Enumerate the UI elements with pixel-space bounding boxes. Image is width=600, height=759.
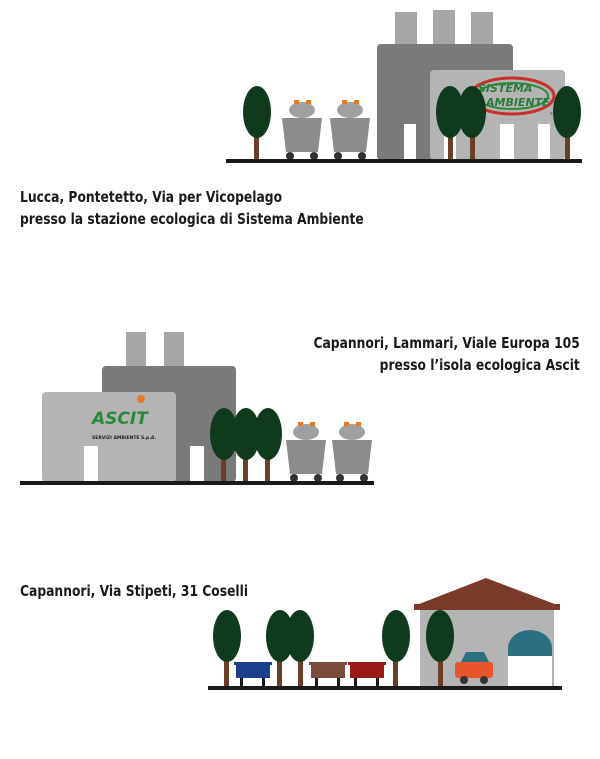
waste-bin-icon [282,100,322,160]
tree-icon [382,610,410,686]
ground-line [226,159,582,163]
tree-icon [436,86,464,160]
waste-bin-icon [348,662,386,686]
lammari-caption: Capannori, Lammari, Viale Europa 105 pre… [314,332,580,376]
ascit-logo-subtitle: SERVIZI AMBIENTE S.p.A. [92,435,157,441]
waste-bin-icon [330,100,370,160]
ground-line [20,481,374,485]
waste-bin-icon [309,662,347,686]
site-address: Capannori, Lammari, Viale Europa 105 [313,334,580,352]
waste-bin-icon [332,422,372,482]
tree-icon [266,610,294,686]
car-icon [455,652,493,684]
logo-line2: AMBIENTE [485,96,550,109]
ascit-logo-name: ASCIT [90,409,149,429]
tree-icon [213,610,241,686]
site-lucca: SISTEMA AMBIENTE s.p.a. [0,0,600,240]
tree-icon [286,610,314,686]
coselli-illustration [208,578,562,690]
tree-icon [458,86,486,160]
coselli-caption: Capannori, Via Stipeti, 31 Coselli [20,580,248,602]
ground-line [208,686,562,690]
factory-icon [42,332,236,482]
lucca-illustration: SISTEMA AMBIENTE s.p.a. [226,10,582,163]
tree-icon [254,408,282,482]
site-note: presso la stazione ecologica di Sistema … [20,210,364,228]
tree-icon [232,408,260,482]
tree-icon [553,86,581,160]
site-address: Lucca, Pontetetto, Via per Vicopelago [20,188,283,206]
tree-icon [210,408,238,482]
site-note: presso l’isola ecologica Ascit [379,356,580,374]
logo-line1: SISTEMA [478,82,532,95]
lucca-caption: Lucca, Pontetetto, Via per Vicopelago pr… [20,186,364,230]
lammari-illustration: ASCIT SERVIZI AMBIENTE S.p.A. [20,332,374,485]
waste-bin-icon [286,422,326,482]
site-lammari: ASCIT SERVIZI AMBIENTE S.p.A. [0,300,600,500]
tree-icon [426,610,454,686]
site-address: Capannori, Via Stipeti, 31 Coselli [20,582,249,600]
site-coselli: Capannori, Via Stipeti, 31 Coselli [0,560,600,710]
waste-bin-icon [234,662,272,686]
ascit-logo: ASCIT SERVIZI AMBIENTE S.p.A. [90,395,157,441]
tree-icon [243,86,271,160]
